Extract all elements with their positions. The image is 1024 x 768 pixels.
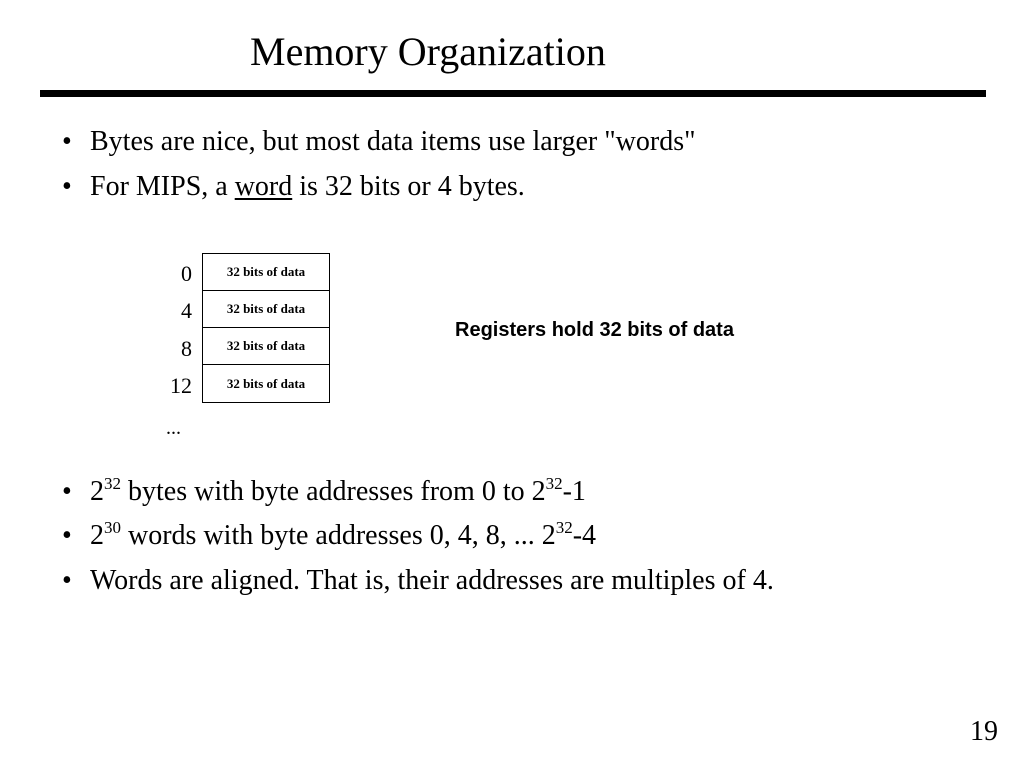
bullet-marker: • — [62, 520, 72, 551]
title-rule — [40, 90, 986, 97]
address-label: 4 — [181, 298, 192, 323]
memory-word-table: 32 bits of data 32 bits of data 32 bits … — [202, 253, 330, 403]
power-base: 2 — [541, 520, 556, 551]
address-ellipsis: ... — [166, 417, 181, 439]
memory-word-cell: 32 bits of data — [203, 254, 329, 291]
power-base: 2 — [90, 520, 104, 551]
bullet-text-tail: -1 — [562, 476, 586, 507]
power-exponent: 30 — [104, 518, 121, 537]
memory-word-cell: 32 bits of data — [203, 328, 329, 365]
power-base: 2 — [531, 476, 546, 507]
power-exponent: 32 — [545, 474, 563, 493]
bullet-text: Bytes are nice, but most data items use … — [90, 126, 696, 157]
bullet-text-prefix: For MIPS, a — [90, 171, 235, 202]
page-number: 19 — [970, 716, 998, 747]
bullet-text: For MIPS, a word is 32 bits or 4 bytes. — [90, 171, 525, 203]
address-label: 8 — [181, 336, 192, 361]
bullet-marker: • — [62, 126, 72, 157]
memory-word-cell: 32 bits of data — [226, 375, 306, 391]
bullet-text-suffix: is 32 bits or 4 bytes. — [292, 171, 525, 202]
bullet-text-tail: -4 — [572, 520, 597, 551]
bullet-marker: • — [62, 565, 72, 596]
bullet-text: 230 words with byte addresses 0, 4, 8, .… — [90, 518, 597, 552]
bullet-marker: • — [62, 171, 72, 202]
address-label: 12 — [170, 373, 192, 398]
power-exponent: 32 — [104, 474, 121, 493]
slide-title: Memory Organization — [250, 29, 606, 74]
address-label: 0 — [181, 261, 192, 286]
bullet-marker: • — [62, 476, 72, 507]
bullet-text: Words are aligned. That is, their addres… — [90, 565, 774, 596]
bullet-text-middle: words with byte addresses 0, 4, 8, ... — [121, 520, 542, 551]
bullet-text-middle: bytes with byte addresses from 0 to — [121, 476, 532, 507]
registers-note: Registers hold 32 bits of data — [455, 319, 734, 341]
bullet-text: 232 bytes with byte addresses from 0 to … — [90, 474, 586, 508]
power-exponent: 32 — [555, 518, 573, 537]
word-term: word — [234, 171, 293, 202]
memory-word-cell: 32 bits of data — [203, 291, 329, 328]
power-base: 2 — [90, 476, 104, 507]
